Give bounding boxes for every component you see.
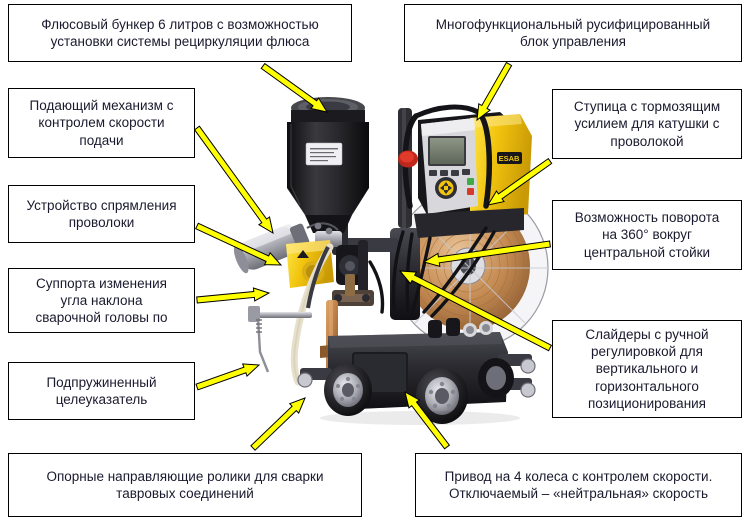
control-panel-part: ESAB xyxy=(398,104,532,238)
callout-four-wheel-drive: Привод на 4 колеса с контролем скорости.… xyxy=(415,453,742,517)
wheel-front-left xyxy=(324,364,372,416)
spring-pointer-part xyxy=(248,306,312,373)
callout-rotation-360: Возможность поворота на 360° вокруг цент… xyxy=(552,200,742,270)
callout-tilt-supports: Суппорта изменения угла наклона сварочно… xyxy=(8,268,195,333)
slider-bracket-part xyxy=(332,274,374,306)
callout-feed-mechanism: Подающий механизм с контролем скорости п… xyxy=(8,88,195,158)
callout-spring-pointer: Подпружиненный целеуказатель xyxy=(8,362,195,420)
callout-control-unit: Многофункциональный русифицированный бло… xyxy=(404,4,742,62)
wheel-rear xyxy=(478,358,514,398)
callout-wire-straightener: Устройство спрямления проволоки xyxy=(8,185,195,243)
tractor-body-part xyxy=(297,318,536,425)
callout-flux-hopper: Флюсовый бункер 6 литров с возможностью … xyxy=(8,4,352,62)
svg-text:ESAB: ESAB xyxy=(499,154,520,163)
callout-sliders: Слайдеры с ручной регулировкой для верти… xyxy=(552,320,742,418)
callout-guide-rollers: Опорные направляющие ролики для сварки т… xyxy=(8,453,362,517)
callout-brake-hub: Ступица с тормозящим усилием для катушки… xyxy=(552,89,742,159)
